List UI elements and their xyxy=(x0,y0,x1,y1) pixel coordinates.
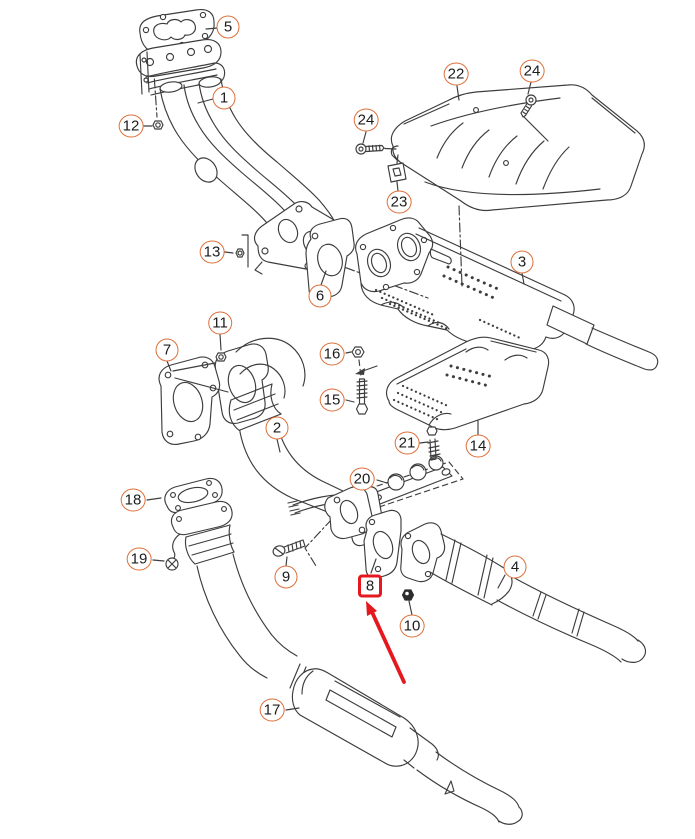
nut-16-drawing xyxy=(351,346,365,358)
nut-19-drawing xyxy=(165,557,179,571)
highlight-arrow xyxy=(366,601,406,684)
front-muffler-assembly-drawing xyxy=(164,477,523,825)
bolt-15-drawing xyxy=(355,378,369,415)
callout-16[interactable]: 16 xyxy=(319,342,345,366)
catalyst-4-flange-drawing xyxy=(400,522,446,583)
callout-22[interactable]: 22 xyxy=(443,62,469,86)
small-fasteners-drawing xyxy=(152,120,245,258)
callout-20[interactable]: 20 xyxy=(349,467,375,491)
callout-3[interactable]: 3 xyxy=(510,250,534,274)
callout-7[interactable]: 7 xyxy=(155,338,179,362)
bolt-21-drawing xyxy=(426,426,441,461)
heat-shield-14-drawing xyxy=(351,336,550,431)
callout-18[interactable]: 18 xyxy=(120,488,146,512)
callout-21[interactable]: 21 xyxy=(394,431,420,455)
callout-19[interactable]: 19 xyxy=(126,547,152,571)
callout-12[interactable]: 12 xyxy=(118,114,144,138)
callout-15[interactable]: 15 xyxy=(319,388,345,412)
callout-2[interactable]: 2 xyxy=(265,416,289,440)
catalyst-4-assembly-drawing xyxy=(363,509,647,663)
callout-9[interactable]: 9 xyxy=(274,565,298,589)
nut-10-drawing xyxy=(401,589,415,601)
callout-6[interactable]: 6 xyxy=(308,284,332,308)
screw-24-right-drawing xyxy=(520,94,549,142)
gasket-18-drawing xyxy=(164,477,223,514)
callout-13[interactable]: 13 xyxy=(199,240,225,264)
nut-12-drawing xyxy=(152,120,164,130)
callout-14[interactable]: 14 xyxy=(465,434,491,458)
screw-24-left-drawing xyxy=(355,143,397,155)
callout-10[interactable]: 10 xyxy=(399,614,425,638)
callout-8-highlighted[interactable]: 8 xyxy=(358,574,382,598)
nut-13-drawing xyxy=(235,248,245,258)
flange-gasket-6-drawing xyxy=(305,217,355,300)
callout-24[interactable]: 24 xyxy=(353,108,379,132)
bolt-9-drawing xyxy=(272,539,306,557)
callout-11[interactable]: 11 xyxy=(208,311,232,335)
heat-shield-22-drawing xyxy=(355,84,645,212)
callout-1[interactable]: 1 xyxy=(212,86,236,110)
callout-4[interactable]: 4 xyxy=(503,555,527,579)
callout-24[interactable]: 24 xyxy=(519,59,545,83)
callout-5[interactable]: 5 xyxy=(216,15,240,39)
catalytic-converter-3-drawing xyxy=(355,217,659,371)
nut-11-drawing xyxy=(215,352,227,362)
gasket-7-drawing xyxy=(158,356,229,446)
callout-leader-lines xyxy=(143,27,532,711)
callout-17[interactable]: 17 xyxy=(259,698,285,722)
clip-23-drawing xyxy=(387,154,407,183)
callout-23[interactable]: 23 xyxy=(386,190,412,214)
bracket-20-drawing xyxy=(340,426,464,516)
